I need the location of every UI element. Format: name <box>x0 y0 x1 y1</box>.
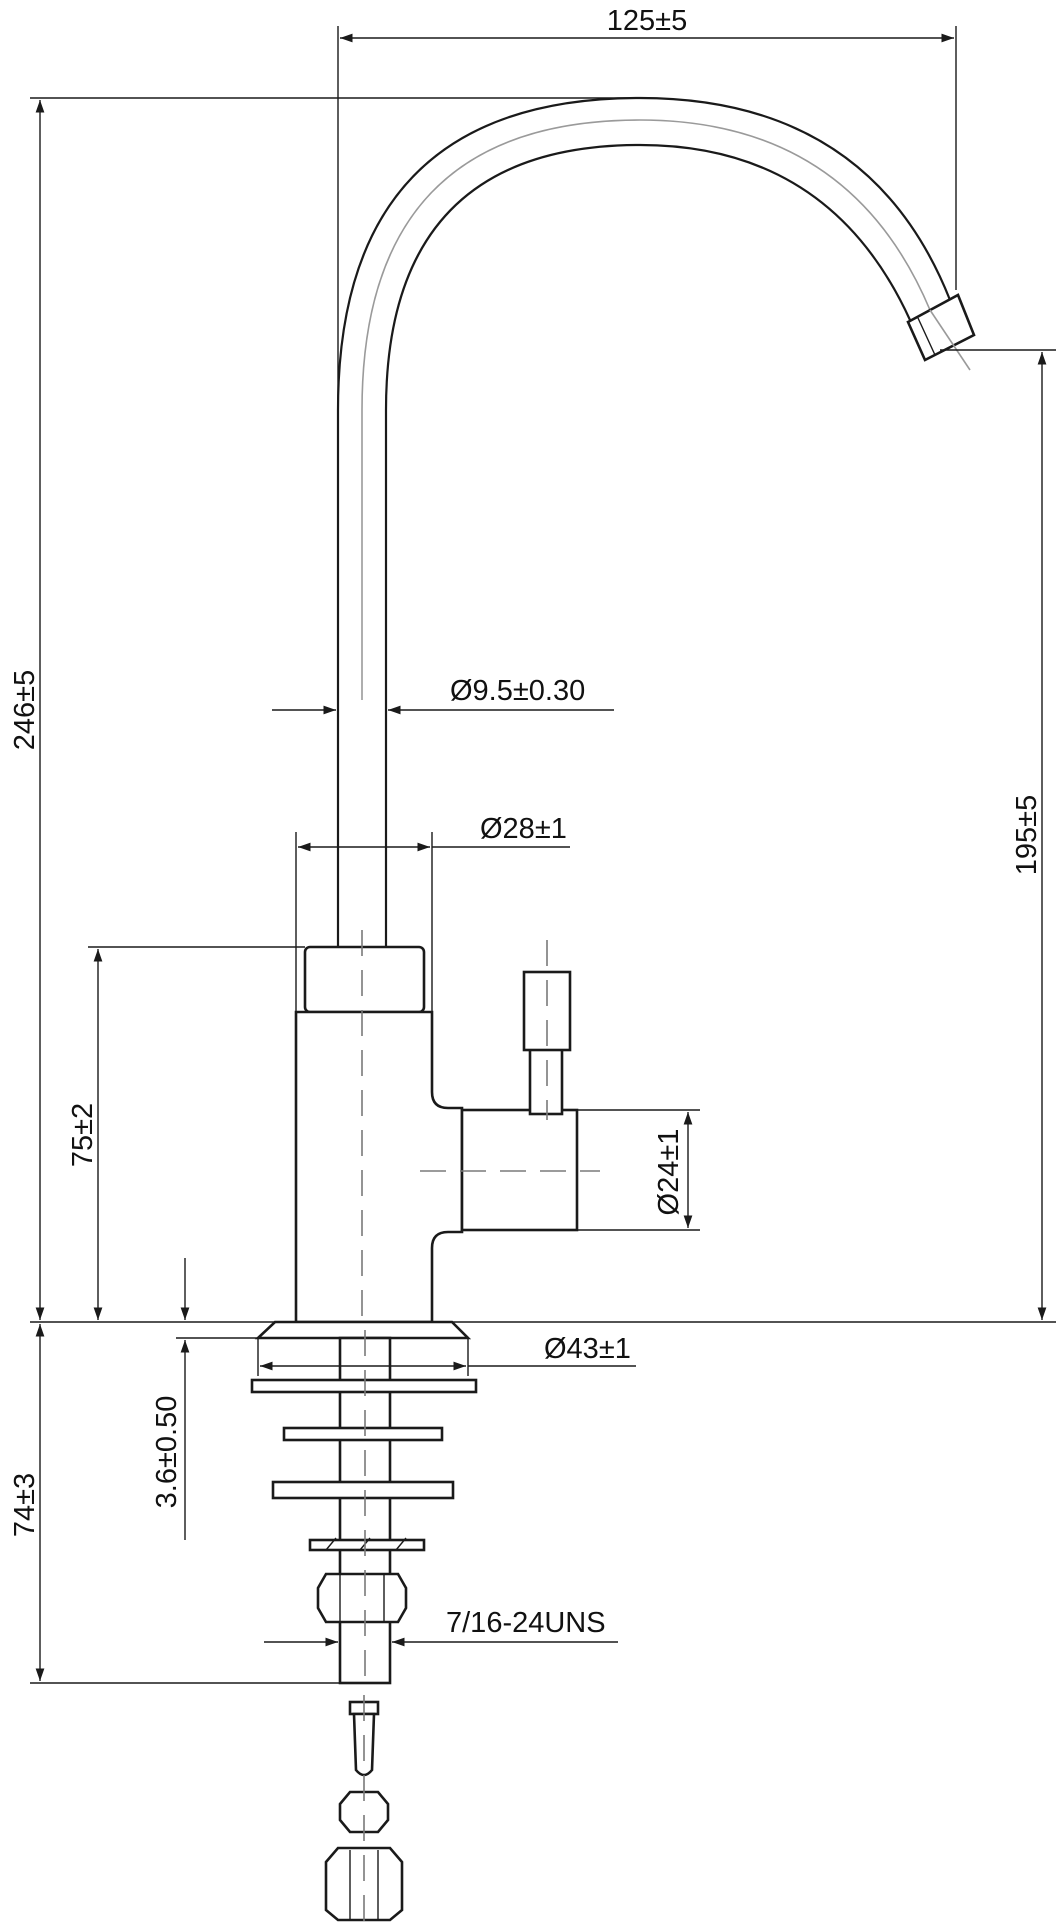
mount-washer-1 <box>250 1378 478 1394</box>
dim-total-height: 246±5 <box>9 97 640 1320</box>
dim-plate-thickness: 3.6±0.50 <box>151 1258 258 1540</box>
dim-hub-diameter-label: Ø24±1 <box>653 1129 685 1216</box>
lock-washer <box>308 1537 426 1552</box>
dim-thread-spec-label: 7/16-24UNS <box>446 1607 606 1639</box>
handle <box>420 940 600 1232</box>
dim-spout-reach-label: 125±5 <box>607 5 687 37</box>
mount-washer-2 <box>282 1426 444 1442</box>
dim-body-height-label: 75±2 <box>67 1103 99 1167</box>
dim-tube-diameter: Ø9.5±0.30 <box>272 675 614 715</box>
dim-shank-length-label: 74±3 <box>9 1473 41 1537</box>
dim-shank-length: 74±3 <box>9 1324 340 1684</box>
dim-outlet-height-label: 195±5 <box>1011 795 1043 875</box>
dim-thread-spec: 7/16-24UNS <box>264 1607 618 1647</box>
handle-hub <box>460 1108 579 1232</box>
connection-fittings <box>324 1695 404 1922</box>
dim-tube-diameter-label: Ø9.5±0.30 <box>450 675 585 707</box>
dim-outlet-height: 195±5 <box>940 349 1056 1320</box>
base-plate <box>254 1320 472 1340</box>
dim-total-height-label: 246±5 <box>9 670 41 750</box>
dim-base-diameter-label: Ø43±1 <box>544 1333 631 1365</box>
compression-nut <box>324 1846 404 1922</box>
dim-body-height: 75±2 <box>67 946 305 1320</box>
faucet-body <box>294 930 464 1330</box>
body-cylinder <box>294 1010 464 1324</box>
handle-stem <box>528 1046 564 1116</box>
dim-body-diameter: Ø28±1 <box>295 813 570 1012</box>
mount-washer-3 <box>271 1480 455 1500</box>
spout-outlet-nozzle <box>906 293 976 371</box>
dim-spout-reach: 125±5 <box>337 5 957 420</box>
body-top-collar <box>303 945 426 1014</box>
dim-body-diameter-label: Ø28±1 <box>480 813 567 845</box>
dim-base-diameter: Ø43±1 <box>257 1333 636 1376</box>
spout <box>336 96 976 947</box>
base-and-mounting <box>250 1320 478 1690</box>
hex-nut <box>316 1572 408 1624</box>
compression-ferrule <box>338 1790 390 1834</box>
dim-hub-diameter: Ø24±1 <box>577 1109 700 1231</box>
dim-plate-thickness-label: 3.6±0.50 <box>151 1396 183 1509</box>
